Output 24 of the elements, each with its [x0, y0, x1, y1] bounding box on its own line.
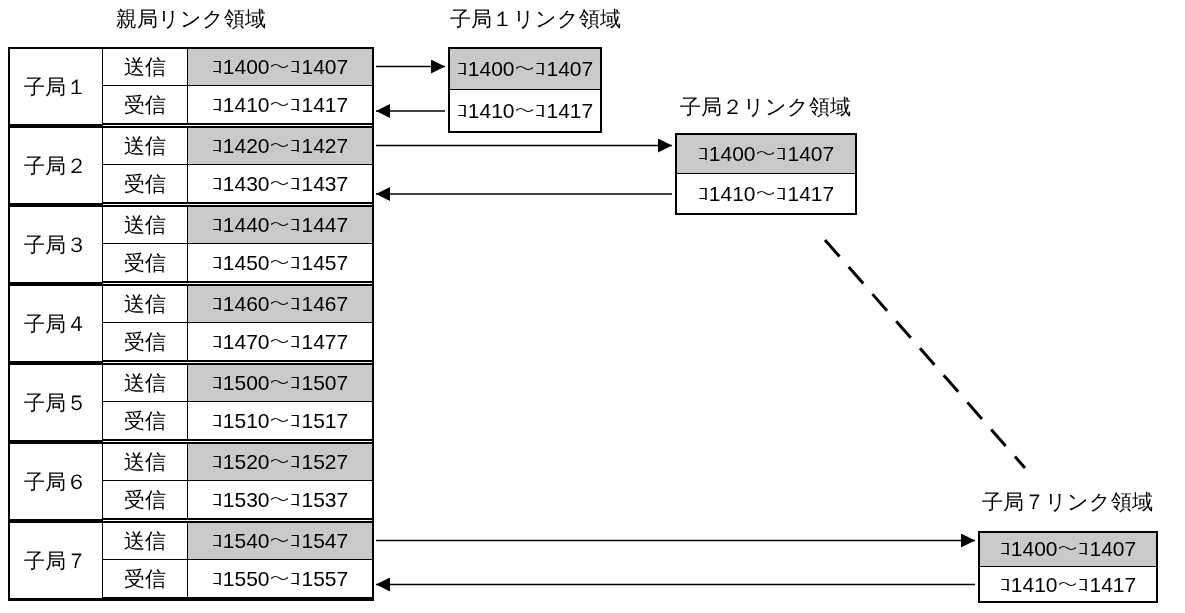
address-cell: ｺ1500～ｺ1507: [187, 363, 373, 402]
arrow: [375, 138, 673, 153]
station-cell: 子局５: [8, 363, 103, 442]
area-heading: 子局１リンク領域: [449, 6, 621, 33]
arrow: [375, 59, 446, 74]
area-heading: 親局リンク領域: [116, 6, 266, 33]
address-cell: ｺ1460～ｺ1467: [187, 284, 373, 323]
address-cell: ｺ1440～ｺ1447: [187, 205, 373, 244]
address-cell: ｺ1540～ｺ1547: [187, 521, 373, 560]
address-cell: ｺ1520～ｺ1527: [187, 442, 373, 481]
station-cell: 子局６: [8, 442, 103, 521]
station-cell: 子局２: [8, 126, 103, 205]
arrow: [375, 104, 446, 118]
arrow: [375, 533, 976, 548]
address-cell: ｺ1400～ｺ1407: [187, 47, 373, 86]
arrow: [375, 187, 673, 201]
address-cell: ｺ1420～ｺ1427: [187, 126, 373, 165]
area-heading: 子局２リンク領域: [679, 94, 851, 121]
station-cell: 子局３: [8, 205, 103, 284]
address-cell: ｺ1400～ｺ1407: [978, 531, 1158, 567]
station-cell: 子局４: [8, 284, 103, 363]
station-cell: 子局７: [8, 521, 103, 600]
area-heading: 子局７リンク領域: [982, 489, 1153, 516]
arrow: [375, 577, 976, 592]
